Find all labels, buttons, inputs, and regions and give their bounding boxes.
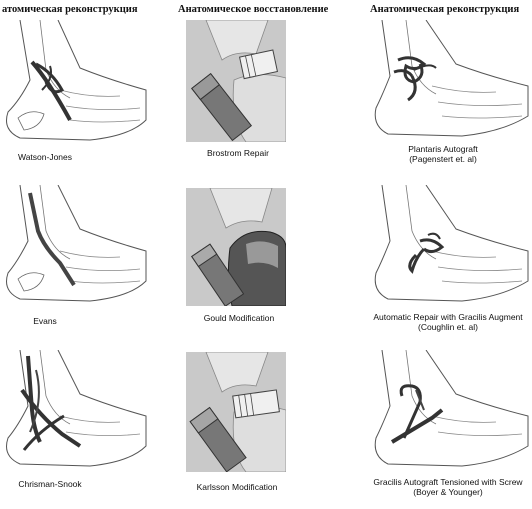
figure-evans: Evans <box>0 185 150 335</box>
foot-illustration <box>374 185 529 302</box>
caption-line-2: (Coughlin et. al) <box>417 322 478 332</box>
caption-evans: Evans <box>33 316 57 326</box>
caption-gould-modification: Gould Modification <box>203 313 275 323</box>
caption-karlsson-modification: Karlsson Modification <box>196 482 278 492</box>
figure-gould-modification: Gould Modification <box>186 188 336 338</box>
figure-brostrom-repair: Brostrom Repair <box>186 20 336 180</box>
foot-illustration <box>374 350 529 467</box>
caption-brostrom-repair: Brostrom Repair <box>207 148 269 158</box>
figure-gracilis-screw: Gracilis Autograft Tensioned with Screw … <box>372 350 529 505</box>
caption-line-2: (Pagenstert et. al) <box>409 154 477 164</box>
foot-illustration <box>6 185 147 302</box>
ankle-closeup-illustration <box>186 20 286 142</box>
caption-chrisman-snook: Chrisman-Snook <box>18 479 82 489</box>
caption-line-2: (Boyer & Younger) <box>413 487 483 497</box>
figure-plantaris-autograft: Plantaris Autograft (Pagenstert et. al) <box>372 20 529 180</box>
figure-karlsson-modification: Karlsson Modification <box>186 352 336 502</box>
ankle-closeup-illustration <box>186 352 286 472</box>
caption-gracilis-augment: Automatic Repair with Gracilis Augment (… <box>364 312 532 332</box>
caption-line-1: Automatic Repair with Gracilis Augment <box>373 312 523 322</box>
caption-plantaris-autograft: Plantaris Autograft (Pagenstert et. al) <box>368 144 518 164</box>
caption-line-1: Gracilis Autograft Tensioned with Screw <box>373 477 523 487</box>
header-col3: Анатомическая реконструкция <box>370 4 520 15</box>
foot-illustration <box>6 350 147 467</box>
header-col1: атомическая реконструкция <box>2 4 138 15</box>
figure-watson-jones: Watson-Jones <box>0 20 150 180</box>
caption-gracilis-screw: Gracilis Autograft Tensioned with Screw … <box>364 477 532 497</box>
foot-illustration <box>374 20 529 137</box>
foot-illustration <box>6 20 147 141</box>
caption-line-1: Plantaris Autograft <box>408 144 478 154</box>
header-col2: Анатомическое восстановление <box>178 4 329 15</box>
caption-watson-jones: Watson-Jones <box>17 152 72 162</box>
figure-gracilis-augment: Automatic Repair with Gracilis Augment (… <box>372 185 529 340</box>
ankle-closeup-illustration <box>186 188 286 306</box>
figure-chrisman-snook: Chrisman-Snook <box>0 350 150 500</box>
